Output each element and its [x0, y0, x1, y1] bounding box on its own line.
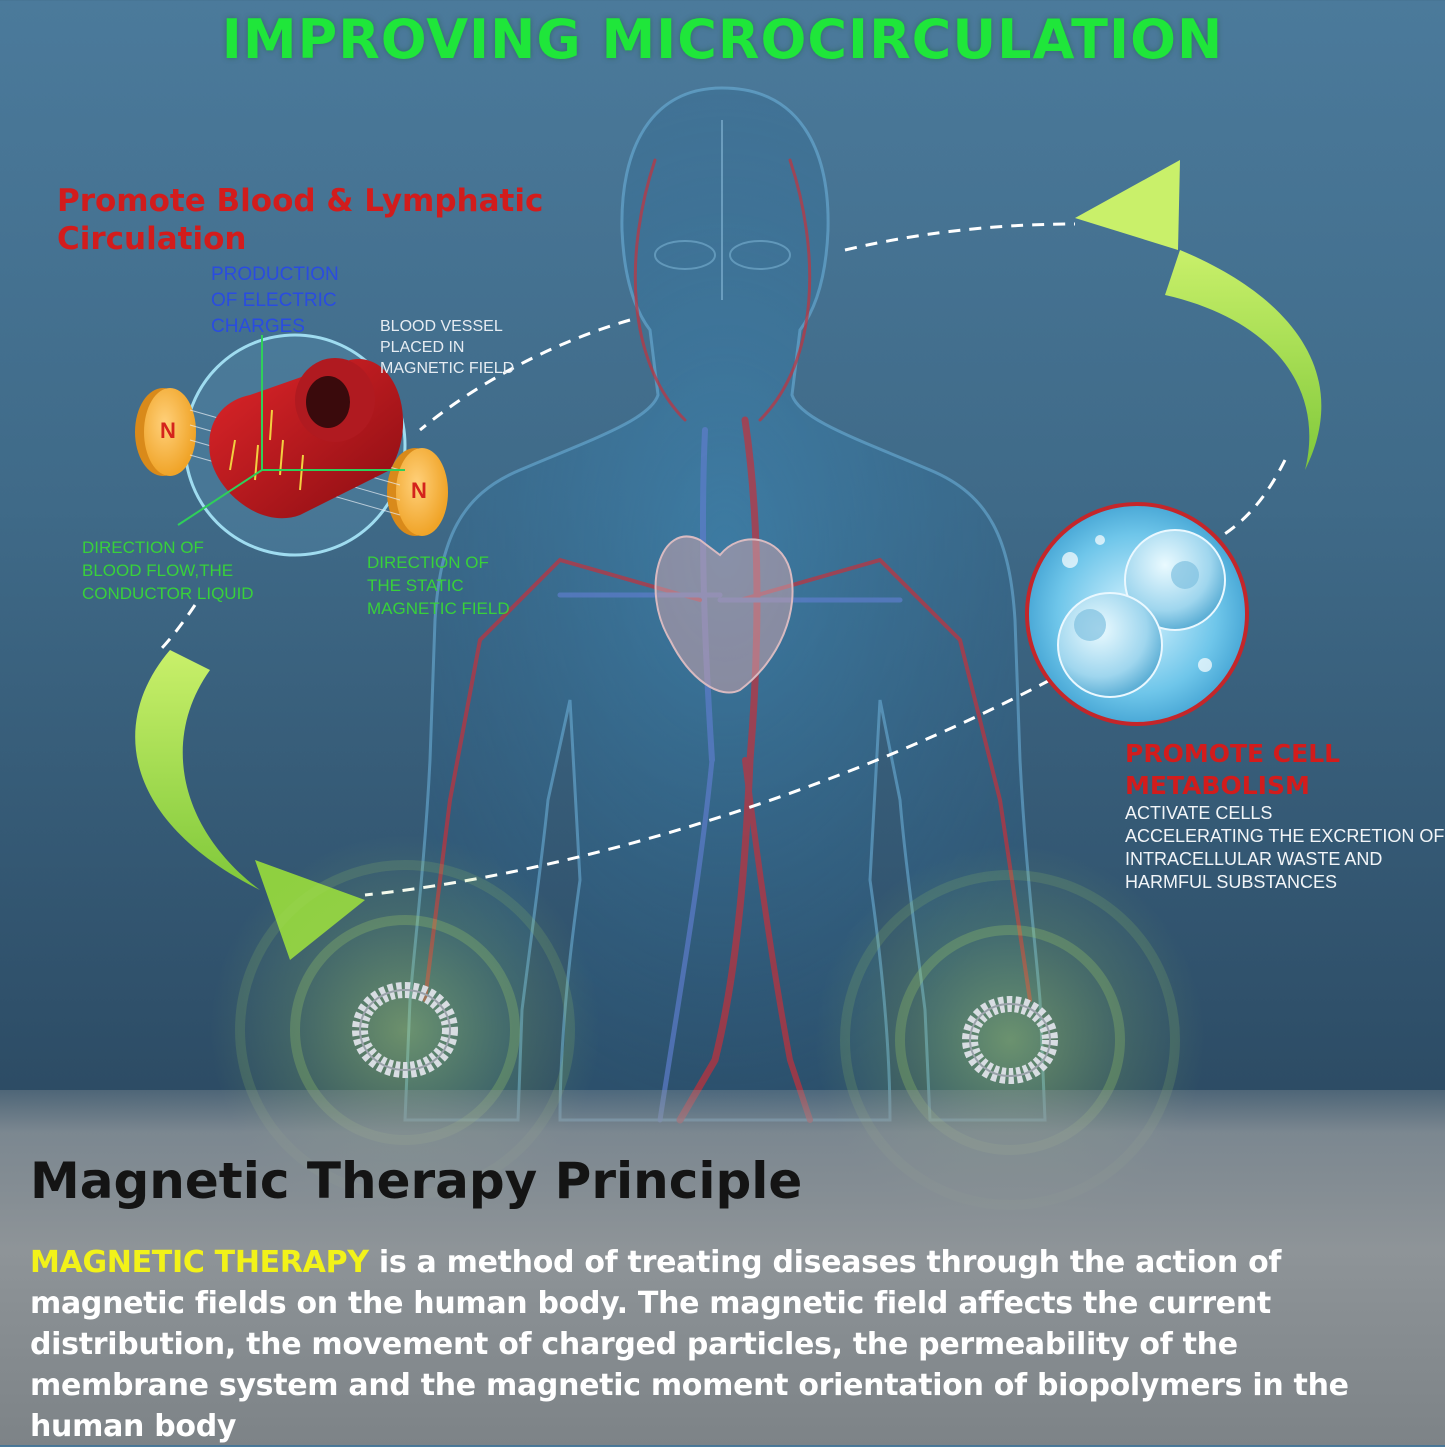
caption-line: DIRECTION OF	[367, 553, 489, 572]
cell-metabolism-heading: PROMOTE CELL METABOLISM	[1125, 738, 1340, 802]
magnetic-vessel-diagram	[135, 333, 448, 557]
caption-line: MAGNETIC FIELD	[380, 360, 515, 377]
caption-line: MAGNETIC FIELD	[367, 599, 510, 618]
caption-line: THE STATIC	[367, 576, 464, 595]
blood-heading-line1: Promote Blood & Lymphatic	[57, 183, 544, 219]
magnetic-ring-left-icon	[352, 982, 458, 1078]
blood-flow-caption: DIRECTION OF BLOOD FLOW,THE CONDUCTOR LI…	[82, 536, 254, 605]
principle-title: Magnetic Therapy Principle	[30, 1152, 803, 1210]
magnetic-ring-right-icon	[962, 996, 1058, 1084]
cell-heading-line1: PROMOTE CELL	[1125, 739, 1341, 768]
blood-vessel-caption: BLOOD VESSEL PLACED IN MAGNETIC FIELD	[380, 316, 514, 379]
magnetic-field-caption: DIRECTION OF THE STATIC MAGNETIC FIELD	[367, 551, 510, 620]
principle-body: MAGNETIC THERAPY is a method of treating…	[30, 1242, 1425, 1447]
page-title: IMPROVING MICROCIRCULATION	[221, 8, 1224, 71]
electric-charges-caption: PRODUCTION OF ELECTRIC CHARGES	[211, 262, 339, 340]
principle-panel	[0, 1090, 1445, 1445]
description-line: ACTIVATE CELLS	[1125, 803, 1273, 823]
human-body-figure	[403, 86, 1047, 1124]
caption-line: OF ELECTRIC	[211, 290, 337, 311]
cell-illustration	[1025, 502, 1249, 726]
blood-circulation-heading: Promote Blood & Lymphatic Circulation	[57, 182, 543, 258]
magnet-right-label: N	[411, 478, 427, 503]
caption-line: CONDUCTOR LIQUID	[82, 584, 254, 603]
cell-metabolism-description: ACTIVATE CELLS ACCELERATING THE EXCRETIO…	[1125, 802, 1444, 894]
blood-heading-line2: Circulation	[57, 221, 247, 257]
arrow-upper-right-icon	[1075, 160, 1322, 470]
description-line: INTRACELLULAR WASTE AND	[1125, 849, 1383, 869]
principle-text: is a method of treating diseases through…	[30, 1245, 1349, 1444]
heart-icon	[654, 535, 794, 694]
principle-highlight: MAGNETIC THERAPY	[30, 1245, 369, 1280]
caption-line: BLOOD VESSEL	[380, 318, 503, 335]
cell-heading-line2: METABOLISM	[1125, 771, 1310, 800]
caption-line: CHARGES	[211, 316, 305, 337]
caption-line: PLACED IN	[380, 339, 465, 356]
description-line: ACCELERATING THE EXCRETION OF	[1125, 826, 1445, 846]
description-line: HARMFUL SUBSTANCES	[1125, 872, 1338, 892]
magnet-left-label: N	[160, 418, 176, 443]
caption-line: DIRECTION OF	[82, 538, 204, 557]
caption-line: PRODUCTION	[211, 264, 339, 285]
caption-line: BLOOD FLOW,THE	[82, 561, 234, 580]
